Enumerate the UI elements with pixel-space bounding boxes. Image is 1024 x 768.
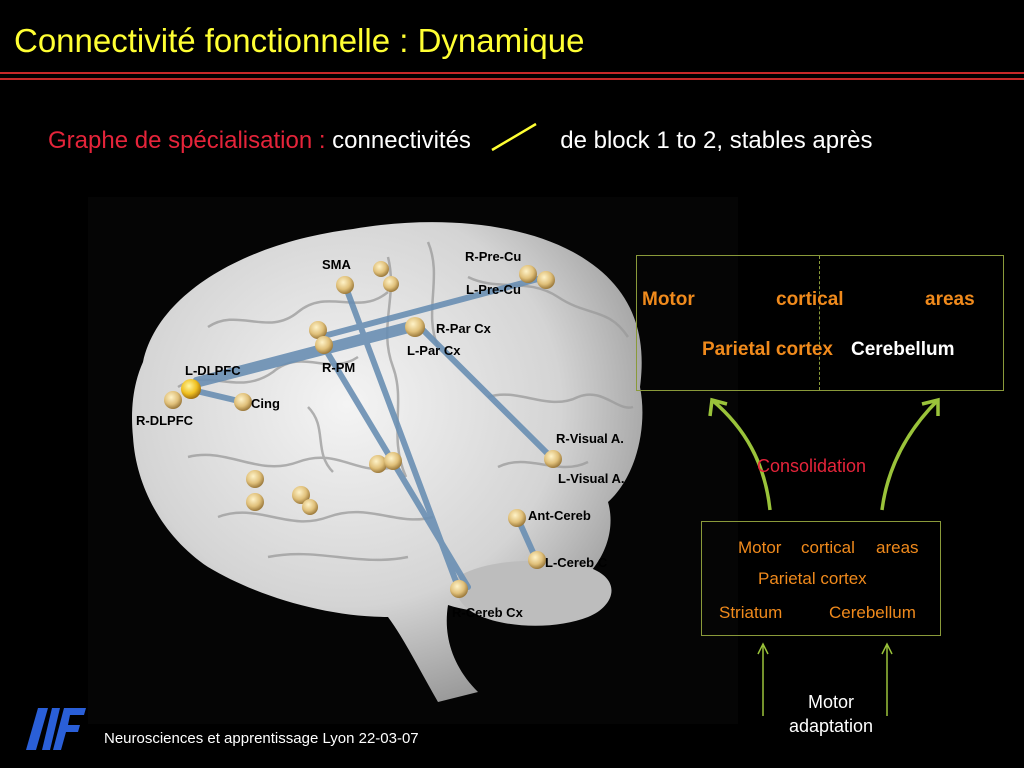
edge-ldlpfc-lparcx bbox=[185, 326, 416, 390]
subtitle-part1: connectivités bbox=[332, 127, 471, 154]
node bbox=[384, 452, 402, 470]
block2-cerebellum: Cerebellum bbox=[851, 339, 955, 360]
label-l-par-cx: L-Par Cx bbox=[407, 343, 461, 358]
block1-striatum: Striatum bbox=[719, 603, 783, 622]
block2-box: Motor cortical areas Parietal cortex Cer… bbox=[636, 255, 1004, 391]
label-r-visual: R-Visual A. bbox=[556, 431, 624, 446]
node-r-cereb bbox=[450, 580, 468, 598]
node-sma bbox=[336, 276, 354, 294]
motor-adaptation-line1: Motor bbox=[807, 692, 854, 712]
footer: Neurosciences et apprentissage Lyon 22-0… bbox=[104, 730, 419, 747]
label-r-pm: R-PM bbox=[322, 360, 355, 375]
node bbox=[302, 499, 318, 515]
node bbox=[373, 261, 389, 277]
edge-ldlpfc-rparcx bbox=[193, 319, 421, 383]
node-r-dlpfc bbox=[164, 391, 182, 409]
block1-areas: areas bbox=[876, 538, 919, 557]
block1-box: Motor cortical areas Parietal cortex Str… bbox=[701, 521, 941, 636]
slide-title: Connectivité fonctionnelle : Dynamique bbox=[14, 22, 585, 59]
label-l-cereb: L-Cereb C bbox=[545, 555, 608, 570]
label-r-cereb: R-Cereb Cx bbox=[452, 605, 524, 620]
label-l-pre-cu: L-Pre-Cu bbox=[466, 282, 521, 297]
edge-rpm-lprecu bbox=[317, 276, 541, 340]
block1-parietal: Parietal cortex bbox=[758, 569, 867, 588]
cerebellum-shape bbox=[455, 560, 612, 626]
edge-parcx-visual bbox=[415, 322, 556, 462]
node-l-pre-cu bbox=[537, 271, 555, 289]
node bbox=[246, 493, 264, 511]
node bbox=[383, 276, 399, 292]
node-ant-cereb bbox=[508, 509, 526, 527]
node-r-pre-cu bbox=[519, 265, 537, 283]
block2-parietal: Parietal cortex bbox=[702, 339, 833, 360]
box-divider bbox=[819, 256, 820, 390]
label-l-visual: L-Visual A. bbox=[558, 471, 624, 486]
nodes bbox=[164, 261, 562, 598]
node-l-dlpfc bbox=[181, 379, 201, 399]
block2-cortical: cortical bbox=[776, 289, 844, 310]
label-cing: Cing bbox=[251, 396, 280, 411]
adaptation-arrows bbox=[757, 642, 893, 716]
node-r-pm bbox=[309, 321, 327, 339]
node-l-cereb bbox=[528, 551, 546, 569]
increase-arrow-icon bbox=[490, 122, 537, 152]
node bbox=[315, 336, 333, 354]
region-labels: SMA R-Pre-Cu L-Pre-Cu R-Par Cx L-Par Cx … bbox=[136, 249, 624, 620]
consolidation-label: Consolidation bbox=[757, 456, 867, 476]
label-l-dlpfc: L-DLPFC bbox=[185, 363, 241, 378]
block1-cortical: cortical bbox=[801, 538, 855, 557]
node bbox=[246, 470, 264, 488]
block2-areas: areas bbox=[925, 289, 975, 310]
title-rule-top bbox=[0, 72, 1024, 74]
block1-cerebellum: Cerebellum bbox=[829, 603, 916, 622]
node bbox=[292, 486, 310, 504]
subtitle-red: Graphe de spécialisation : bbox=[48, 127, 326, 154]
motor-adaptation-line2: adaptation bbox=[788, 716, 874, 736]
subtitle: Graphe de spécialisation : connectivités… bbox=[48, 120, 872, 155]
subtitle-part2: de block 1 to 2, stables après bbox=[560, 127, 873, 154]
motor-adaptation-label: Motor adaptation bbox=[775, 690, 887, 738]
node-visual bbox=[544, 450, 562, 468]
brain-connectivity-graph: SMA R-Pre-Cu L-Pre-Cu R-Par Cx L-Par Cx … bbox=[88, 197, 738, 724]
label-r-par-cx: R-Par Cx bbox=[436, 321, 492, 336]
node-cing bbox=[234, 393, 252, 411]
consolidation-arrows bbox=[708, 397, 940, 511]
node-par-cx bbox=[405, 317, 425, 337]
label-sma: SMA bbox=[322, 257, 352, 272]
label-ant-cereb: Ant-Cereb bbox=[528, 508, 591, 523]
title-rule-bottom bbox=[0, 78, 1024, 80]
label-r-dlpfc: R-DLPFC bbox=[136, 413, 194, 428]
block1-motor: Motor bbox=[738, 538, 782, 557]
label-r-pre-cu: R-Pre-Cu bbox=[465, 249, 521, 264]
institution-logo bbox=[26, 708, 86, 750]
block2-motor: Motor bbox=[642, 289, 695, 310]
node bbox=[369, 455, 387, 473]
